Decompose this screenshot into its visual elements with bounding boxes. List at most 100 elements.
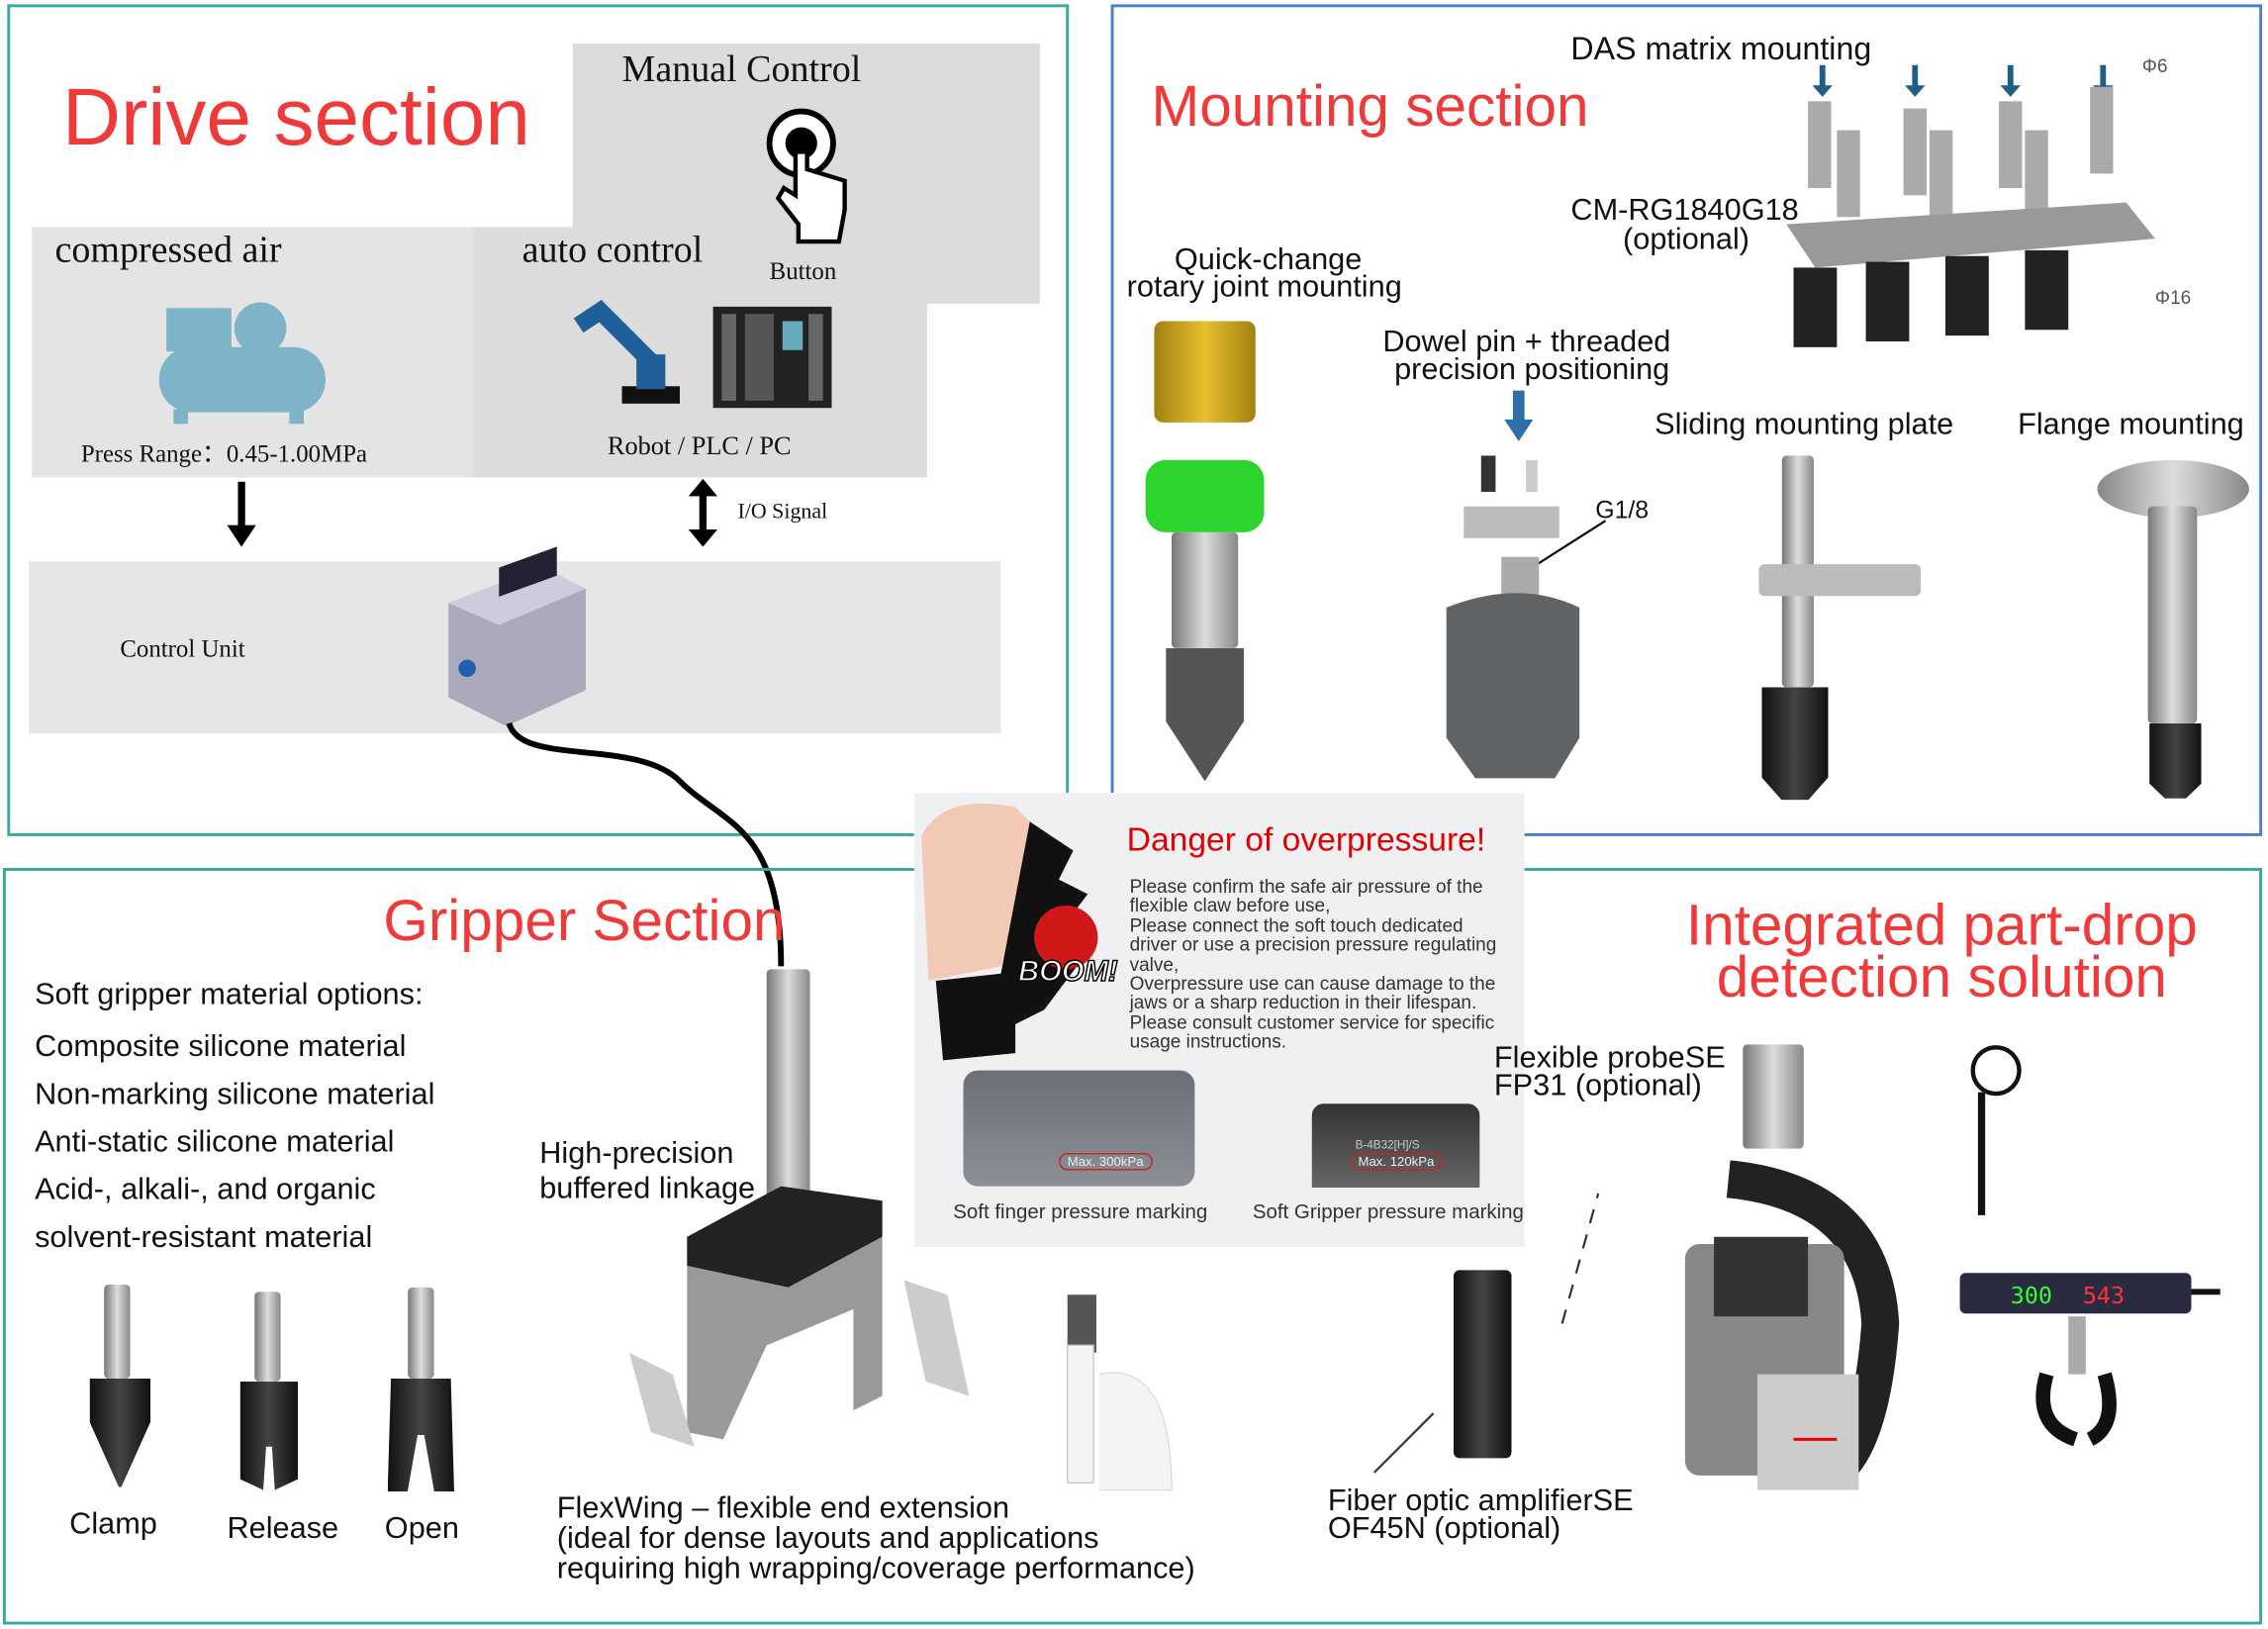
cm-model-label: CM-RG1840G18 [1570, 193, 1799, 228]
overpressure-warning-panel: BOOM! Danger of overpressure! Please con… [913, 793, 1525, 1247]
finger-pressure-mark: Max. 300kPa [1058, 1152, 1153, 1171]
air-cable [506, 721, 785, 967]
dowel-label-2: precision positioning [1394, 352, 1670, 387]
flange-gripper [2149, 722, 2202, 799]
finger-caption: Soft finger pressure marking [953, 1198, 1208, 1223]
auto-control-panel [472, 227, 927, 478]
detection-title-line-2: detection solution [1716, 945, 2167, 1010]
phi16-label: Φ16 [2154, 286, 2192, 309]
materials-heading: Soft gripper material options: [35, 978, 424, 1011]
mounting-section-panel [1110, 4, 2263, 836]
soft-gripper-marking-image: B-4B32[H]/S Max. 120kPa [1311, 1103, 1480, 1189]
fiber-optic-amplifier-image [1454, 1270, 1512, 1459]
air-compressor-icon [158, 302, 326, 425]
flange-label: Flange mounting [2018, 408, 2244, 441]
control-unit-device-icon [448, 546, 586, 726]
gripper-section-title: Gripper Section [383, 889, 786, 954]
drive-section-panel [7, 4, 1070, 836]
das-matrix-label: DAS matrix mounting [1570, 30, 1872, 67]
button-label: Button [769, 257, 837, 285]
danger-body: Please confirm the safe air pressure of … [1129, 875, 1497, 1053]
gripper-caption: Soft Gripper pressure marking [1252, 1198, 1524, 1223]
danger-line: Please consult customer service for spec… [1129, 1010, 1495, 1033]
danger-line: flexible claw before use, [1129, 894, 1331, 916]
quick-change-label-2: rotary joint mounting [1126, 270, 1402, 304]
flexwing-label-3: requiring high wrapping/coverage perform… [556, 1552, 1195, 1586]
state-open: Open [384, 1511, 459, 1546]
material-item: Non-marking silicone material [35, 1077, 435, 1111]
gripper-model-mark: B-4B32[H]/S [1355, 1138, 1420, 1152]
manual-control-label: Manual Control [621, 48, 862, 90]
danger-line: valve, [1129, 952, 1180, 975]
danger-title: Danger of overpressure! [1126, 819, 1486, 858]
danger-line: Overpressure use can cause damage to the [1129, 972, 1496, 995]
probe-label-2: FP31 (optional) [1493, 1069, 1702, 1102]
danger-line: usage instructions. [1129, 1030, 1287, 1053]
quick-change-label-1: Quick-change [1174, 242, 1363, 277]
material-item: solvent-resistant material [35, 1220, 373, 1255]
soft-finger-marking-image: Max. 300kPa [963, 1070, 1195, 1187]
linkage-label-2: buffered linkage [539, 1171, 756, 1205]
compressed-air-label: compressed air [54, 228, 282, 271]
danger-line: jaws or a sharp reduction in their lifes… [1129, 991, 1477, 1013]
state-release: Release [227, 1511, 339, 1546]
arrow-down-icon [227, 481, 256, 547]
material-item: Anti-static silicone material [35, 1125, 395, 1159]
rotary-joint-image [1154, 321, 1256, 423]
flexwing-label-1: FlexWing – flexible end extension [556, 1491, 1010, 1525]
das-matrix-plate-image [1786, 64, 2155, 347]
double-arrow-icon [688, 478, 718, 547]
amplifier-label-1: Fiber optic amplifierSE [1327, 1484, 1634, 1518]
auto-control-label: auto control [521, 228, 704, 271]
rotary-joint-body [1171, 531, 1239, 648]
control-unit-label: Control Unit [120, 634, 245, 663]
amplifier-label-2: OF45N (optional) [1327, 1511, 1561, 1546]
amplifier-readout-red: 543 [2083, 1282, 2125, 1309]
danger-line: driver or use a precision pressure regul… [1129, 933, 1497, 956]
io-signal-label: I/O Signal [737, 500, 828, 525]
flexwing-extension-image [1067, 1294, 1173, 1491]
robot-plc-pc-label: Robot / PLC / PC [607, 431, 792, 460]
flexwing-label-2: (ideal for dense layouts and application… [556, 1521, 1099, 1556]
probe-label-1: Flexible probeSE [1493, 1041, 1726, 1076]
probe-fitting-image [1743, 1044, 1804, 1149]
release-gripper-shaft [254, 1292, 281, 1382]
press-range-text: Press Range：0.45-1.00MPa [80, 439, 368, 468]
state-clamp: Clamp [69, 1507, 157, 1541]
danger-line: Please confirm the safe air pressure of … [1129, 875, 1483, 898]
danger-line: Please connect the soft touch dedicated [1129, 913, 1464, 936]
material-item: Composite silicone material [35, 1029, 407, 1064]
clamp-gripper-shaft [104, 1284, 131, 1380]
fiber-amplifier-display-image: 300 543 [1959, 1273, 2221, 1447]
detection-gripper-image [1560, 1160, 1900, 1490]
sliding-plate-image [1758, 564, 1922, 597]
phi6-label: Φ6 [2141, 54, 2168, 77]
detection-title-line-1: Integrated part-drop [1685, 894, 2198, 958]
arrow-down-icon [1504, 390, 1534, 441]
cm-optional-label: (optional) [1623, 223, 1750, 256]
flange-shaft [2147, 506, 2198, 723]
flexwing-bracket-image [628, 1186, 970, 1447]
amplifier-readout-green: 300 [2011, 1282, 2052, 1309]
material-item: Acid-, alkali-, and organic [35, 1173, 376, 1207]
sliding-plate-gripper [1761, 687, 1829, 801]
amplifier-leader-line [1372, 1412, 1435, 1474]
hand-press-button-icon [766, 108, 847, 244]
rotary-joint-green-ring [1145, 459, 1265, 532]
gripper-pressure-mark: Max. 120kPa [1351, 1152, 1442, 1171]
fiber-cable-image [1970, 1045, 2022, 1215]
drive-section-title: Drive section [61, 70, 530, 162]
plc-pc-icon [712, 306, 832, 409]
dowel-pin-gripper-image [1446, 455, 1607, 779]
robot-arm-icon [573, 299, 680, 404]
dowel-label-1: Dowel pin + threaded [1382, 325, 1671, 359]
boom-text: BOOM! [1018, 956, 1118, 988]
mounting-section-title: Mounting section [1151, 75, 1589, 140]
linkage-label-1: High-precision [539, 1136, 734, 1171]
open-gripper-shaft [408, 1287, 434, 1380]
boom-gripper-illustration: BOOM! [921, 803, 1119, 1061]
sliding-plate-label: Sliding mounting plate [1654, 408, 1954, 441]
g18-label: G1/8 [1595, 496, 1650, 525]
